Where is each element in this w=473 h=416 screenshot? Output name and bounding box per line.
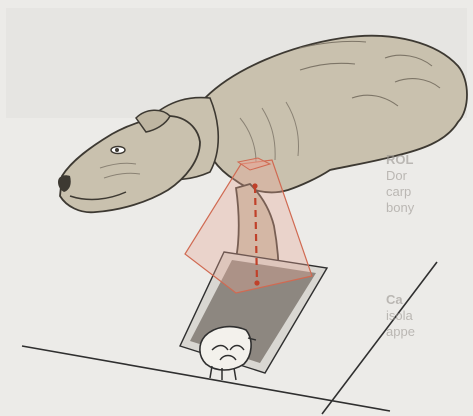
beam-source-point [252, 183, 257, 188]
ghost-text-line: Ca [386, 292, 470, 307]
ghost-text-line: appe [386, 324, 470, 339]
ghost-text-line: Dor [386, 168, 470, 183]
beam-target-point [254, 280, 259, 285]
ghost-text-line: ROL [386, 152, 470, 167]
dog-pupil [115, 148, 119, 152]
ghost-text-line: bony [386, 200, 470, 215]
ghost-text-line: isola [386, 308, 470, 323]
ghost-text-line: carp [386, 184, 470, 199]
